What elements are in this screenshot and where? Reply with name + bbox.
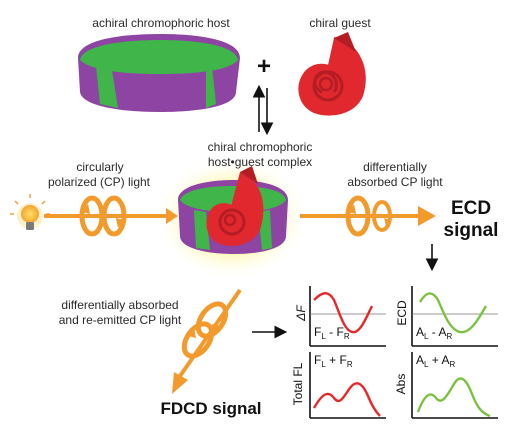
abs-plot <box>411 352 498 419</box>
equilibrium-arrows <box>252 84 274 136</box>
abs-formula: AL + AR <box>416 353 456 369</box>
fdcd-signal-label: FDCD signal <box>160 399 262 418</box>
delta-f-curve <box>313 292 374 334</box>
plus-sign: + <box>257 53 271 80</box>
ecd-signal-label-line2: signal <box>443 220 499 241</box>
diff-abs-label-line2: absorbed CP light <box>347 175 443 189</box>
outgoing-absorbed-beam <box>300 195 436 237</box>
delta-f-ylabel: ΔF <box>294 305 308 321</box>
complex-label-line1: chiral chromophoric <box>207 140 313 154</box>
achiral-host-ring <box>78 34 240 112</box>
total-fl-plot <box>309 352 386 419</box>
delta-f-formula: FL - FR <box>314 325 350 341</box>
abs-ylabel: Abs <box>394 373 408 395</box>
cp-light-label-line1: circularly <box>76 160 124 174</box>
ecd-plot <box>411 286 498 347</box>
ecd-curve <box>418 292 488 334</box>
delta-f-plot <box>309 286 386 347</box>
total-fl-formula: FL + FR <box>314 353 353 369</box>
ecd-signal-label-line1: ECD <box>450 198 492 219</box>
total-fl-curve <box>312 382 381 417</box>
diff-abs-label-line1: differentially <box>363 160 427 174</box>
cp-light-label-line2: polarized (CP) light <box>47 175 151 189</box>
guest-label: chiral guest <box>309 16 371 30</box>
host-guest-complex <box>178 166 288 254</box>
reemitted-beam <box>172 288 242 394</box>
ecd-ylabel: ECD <box>395 300 409 326</box>
light-bulb-icon <box>10 194 50 230</box>
reemit-label-line2: and re-emitted CP light <box>58 313 182 327</box>
abs-curve <box>416 377 491 418</box>
incoming-cp-light-beam <box>44 195 178 237</box>
complex-label-line2: host•guest complex <box>207 155 313 169</box>
chiral-guest-shell <box>298 32 366 116</box>
ecd-formula: AL - AR <box>416 325 453 341</box>
host-label: achiral chromophoric host <box>92 16 230 30</box>
reemit-label-line1: differentially absorbed <box>61 298 179 312</box>
total-fl-ylabel: Total FL <box>291 362 305 406</box>
